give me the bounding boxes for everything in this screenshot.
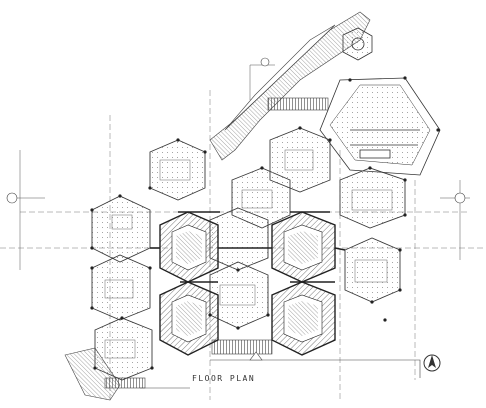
lower-walkway (64, 347, 121, 401)
drawing-caption: FLOOR PLAN (192, 374, 256, 383)
gazebo (342, 27, 373, 61)
upper-right-building (319, 77, 441, 176)
north-arrow-icon (423, 354, 441, 372)
grid-bubble-icon (6, 57, 466, 204)
hex-modules (91, 127, 406, 381)
stairs (104, 97, 329, 389)
